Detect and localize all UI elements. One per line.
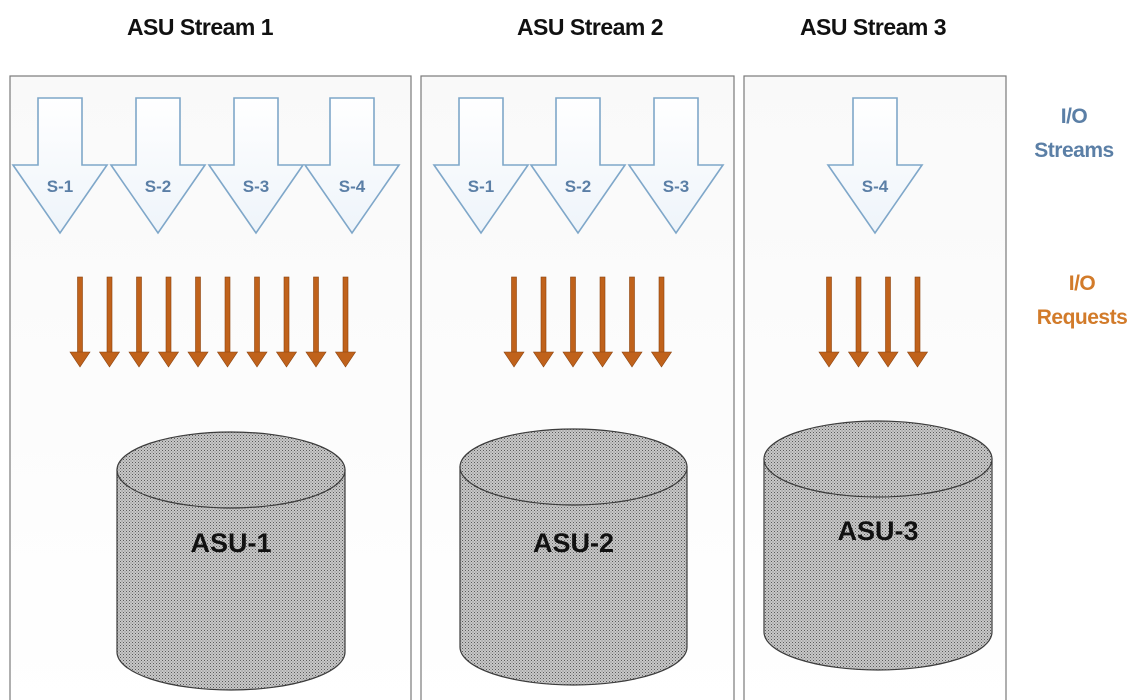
io-request-shaft [511, 276, 517, 356]
io-stream-arrow [109, 97, 207, 235]
disk-top [763, 420, 993, 498]
io-stream-arrow [207, 97, 305, 235]
io-request-shaft [283, 276, 290, 356]
disk-body [763, 458, 993, 671]
io-request-shaft [570, 276, 576, 356]
io-request-shaft [136, 276, 142, 356]
io-request-arrowhead [246, 351, 268, 368]
io-stream-arrow [11, 97, 109, 235]
stream-label: S-2 [565, 177, 591, 196]
stream-label: S-4 [862, 177, 889, 196]
io-request-arrowhead [818, 351, 840, 368]
asu-label-1: ASU-1 [190, 528, 271, 558]
stream-label: S-2 [145, 177, 171, 196]
io-request-arrowhead [275, 351, 298, 368]
legend-requests-line-2: Requests [1036, 306, 1128, 329]
disk-body [116, 469, 346, 691]
io-request-shaft [855, 276, 862, 356]
stream-label: S-3 [663, 177, 689, 196]
io-request-shaft [826, 276, 832, 356]
column-title-2: ASU Stream 2 [516, 14, 664, 40]
legend-requests-line-1: I/O [1068, 272, 1096, 295]
io-request-shaft [195, 276, 201, 356]
io-request-arrowhead [69, 351, 91, 368]
io-request-arrowhead [650, 351, 673, 368]
disk-top [459, 428, 688, 506]
io-request-arrowhead [305, 351, 327, 368]
io-stream-arrow [529, 97, 627, 235]
column-title-1: ASU Stream 1 [126, 14, 274, 40]
io-request-shaft [599, 276, 606, 356]
io-request-arrowhead [128, 351, 150, 368]
legend-streams-line-2: Streams [1034, 139, 1114, 162]
io-request-shaft [224, 276, 231, 356]
io-request-shaft [165, 276, 172, 356]
io-request-arrowhead [591, 351, 614, 368]
legend-io-requests: I/O Requests [1037, 267, 1128, 335]
io-request-arrowhead [906, 351, 929, 368]
io-stream-arrow [432, 97, 530, 235]
io-stream-arrow [627, 97, 725, 235]
io-request-arrowhead [216, 351, 239, 368]
legend-streams-line-1: I/O [1060, 105, 1088, 128]
io-stream-arrow [303, 97, 401, 235]
io-request-shaft [540, 276, 547, 356]
disk-body [459, 466, 688, 686]
io-request-arrowhead [847, 351, 870, 368]
legend-io-streams: I/O Streams [1034, 100, 1114, 168]
io-request-arrowhead [98, 351, 121, 368]
disk-top [116, 431, 346, 509]
io-request-shaft [106, 276, 113, 356]
io-request-shaft [885, 276, 891, 356]
io-request-arrowhead [562, 351, 584, 368]
io-request-arrowhead [157, 351, 180, 368]
io-request-arrowhead [877, 351, 899, 368]
io-request-arrowhead [621, 351, 643, 368]
stream-label: S-1 [47, 177, 73, 196]
io-request-shaft [914, 276, 921, 356]
io-stream-arrow [826, 97, 924, 235]
stream-label: S-1 [468, 177, 494, 196]
io-request-shaft [77, 276, 83, 356]
stream-label: S-3 [243, 177, 269, 196]
io-request-arrowhead [334, 351, 357, 368]
io-request-arrowhead [532, 351, 555, 368]
io-request-shaft [629, 276, 635, 356]
column-title-3: ASU Stream 3 [799, 14, 947, 40]
io-request-shaft [342, 276, 349, 356]
io-request-arrowhead [503, 351, 525, 368]
asu-label-3: ASU-3 [837, 516, 918, 546]
asu-label-2: ASU-2 [533, 528, 614, 558]
stream-label: S-4 [339, 177, 366, 196]
io-request-shaft [254, 276, 260, 356]
io-request-arrowhead [187, 351, 209, 368]
io-request-shaft [313, 276, 319, 356]
io-request-shaft [658, 276, 665, 356]
